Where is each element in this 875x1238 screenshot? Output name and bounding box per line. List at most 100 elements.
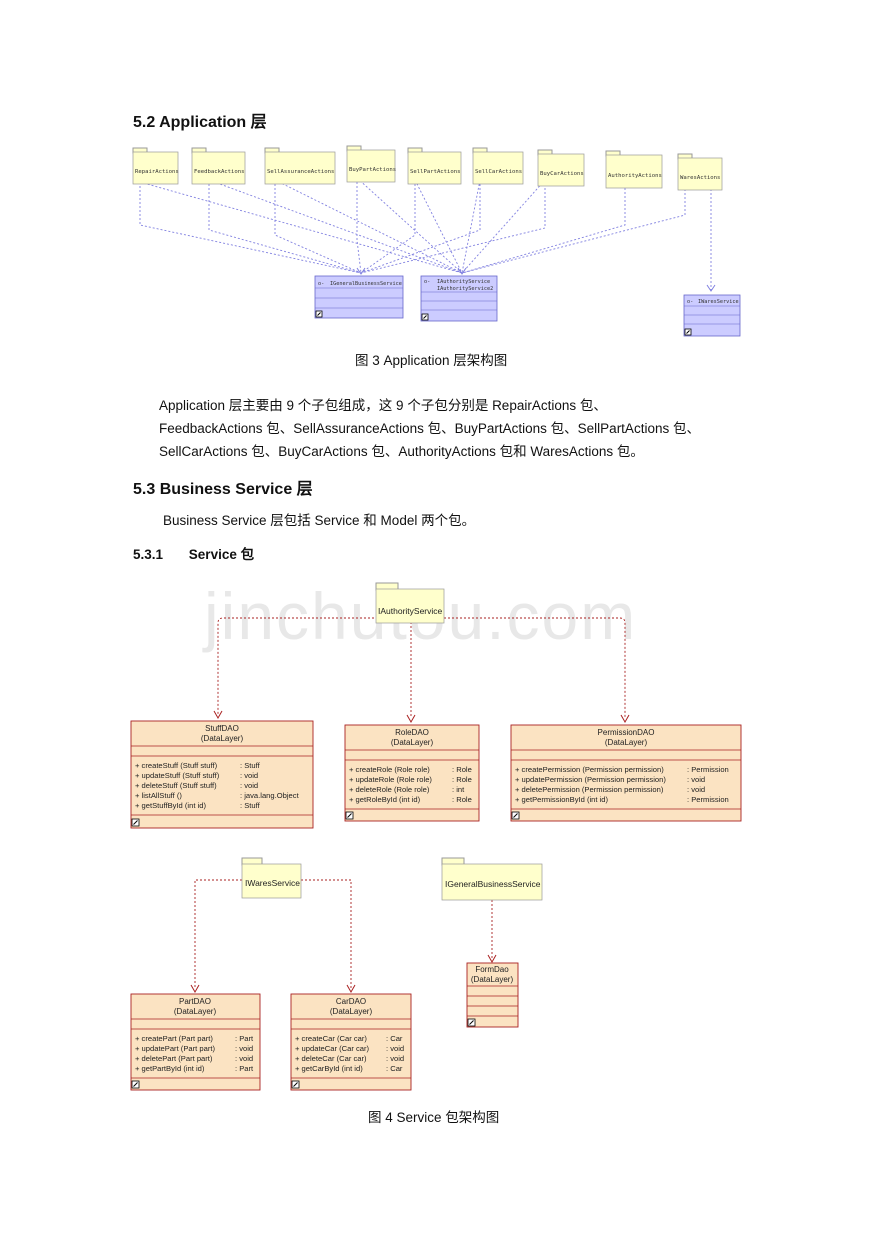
op-ret: : Stuff: [240, 801, 261, 810]
op-sig: + updatePart (Part part): [135, 1044, 215, 1053]
op-ret: : void: [386, 1054, 404, 1063]
op-sig: + deleteRole (Role role): [349, 785, 430, 794]
op-sig: + createPart (Part part): [135, 1034, 213, 1043]
paragraph-line: FeedbackActions 包、SellAssuranceActions 包…: [159, 421, 700, 436]
op-sig: + deleteCar (Car car): [295, 1054, 367, 1063]
figure-4-caption: 图 4 Service 包架构图: [368, 1110, 500, 1125]
op-sig: + getCarById (int id): [295, 1064, 363, 1073]
package-wares-actions: WaresActions: [677, 153, 723, 191]
business-service-paragraph: Business Service 层包括 Service 和 Model 两个包…: [163, 513, 476, 528]
op-sig: + deleteStuff (Stuff stuff): [135, 781, 217, 790]
op-ret: : Role: [452, 795, 472, 804]
dependency-lines: [139, 177, 712, 290]
op-sig: + getRoleById (int id): [349, 795, 421, 804]
stereotype: o-: [424, 279, 430, 285]
class-stuff-dao: StuffDAO (DataLayer) + createStuff (Stuf…: [130, 720, 314, 829]
package-label: IWaresService: [245, 878, 300, 888]
op-ret: : Permission: [687, 795, 729, 804]
sub-heading-text: Service 包: [188, 547, 255, 562]
package-buy-part-actions: BuyPartActions: [346, 145, 396, 183]
package-label: WaresActions: [680, 175, 720, 181]
package-label: IGeneralBusinessService: [445, 879, 541, 889]
application-paragraph: Application 层主要由 9 个子包组成，这 9 个子包分别是 Repa…: [159, 394, 779, 463]
op-ret: : java.lang.Object: [240, 791, 300, 800]
package-iauthority-service: IAuthorityService: [375, 582, 445, 624]
package-repair-actions: RepairActions: [132, 147, 179, 185]
class-car-dao: CarDAO (DataLayer) + createCar (Car car)…: [290, 993, 412, 1091]
class-layer: (DataLayer): [201, 734, 244, 743]
stereotype: o-: [318, 281, 324, 287]
service-dependency-lines: [194, 617, 626, 988]
op-ret: : Part: [235, 1064, 254, 1073]
op-sig: + getPartById (int id): [135, 1064, 205, 1073]
package-label: BuyCarActions: [540, 171, 584, 177]
op-sig: + deletePermission (Permission permissio…: [515, 785, 664, 794]
package-feedback-actions: FeedbackActions: [191, 147, 246, 185]
op-sig: + createPermission (Permission permissio…: [515, 765, 664, 774]
package-igeneral-business-service: IGeneralBusinessService: [441, 857, 543, 901]
package-iwares-service: IWaresService: [241, 857, 302, 899]
class-name: FormDao: [475, 965, 509, 974]
section-5-3-1-heading: 5.3.1 Service 包: [133, 543, 254, 563]
interface-label: IAuthorityService2: [437, 286, 493, 292]
op-ret: : void: [386, 1044, 404, 1053]
op-sig: + getPermissionById (int id): [515, 795, 609, 804]
paragraph-line: SellCarActions 包、BuyCarActions 包、Authori…: [159, 444, 644, 459]
interface-wares-service: o- IWaresService: [683, 294, 741, 337]
package-label: RepairActions: [135, 169, 179, 175]
figure-3-caption: 图 3 Application 层架构图: [355, 353, 508, 368]
op-ret: : Part: [235, 1034, 254, 1043]
package-sell-car-actions: SellCarActions: [472, 147, 524, 185]
class-layer: (DataLayer): [471, 975, 514, 984]
arrowheads: [356, 267, 716, 292]
package-sell-assurance-actions: SellAssuranceActions: [264, 147, 336, 185]
stereotype: o-: [687, 299, 693, 305]
op-sig: + listAllStuff (): [135, 791, 182, 800]
package-buy-car-actions: BuyCarActions: [537, 149, 585, 187]
application-layer-diagram: RepairActions FeedbackActions SellAssura…: [132, 145, 741, 337]
package-label: BuyPartActions: [349, 167, 396, 173]
interface-label: IAuthorityService: [437, 279, 490, 285]
class-part-dao: PartDAO (DataLayer) + createPart (Part p…: [130, 993, 261, 1091]
op-ret: : int: [452, 785, 465, 794]
interface-label: IWaresService: [698, 299, 739, 305]
paragraph-line: Application 层主要由 9 个子包组成，这 9 个子包分别是 Repa…: [159, 398, 607, 413]
op-ret: : Car: [386, 1034, 403, 1043]
class-form-dao: FormDao (DataLayer): [466, 962, 519, 1028]
package-label: SellCarActions: [475, 169, 522, 175]
op-ret: : void: [240, 781, 258, 790]
op-sig: + updateCar (Car car): [295, 1044, 370, 1053]
op-ret: : void: [235, 1054, 253, 1063]
op-ret: : void: [240, 771, 258, 780]
interface-general-business-service: o- IGeneralBusinessService: [314, 275, 404, 319]
op-ret: : Role: [452, 765, 472, 774]
op-sig: + deletePart (Part part): [135, 1054, 213, 1063]
op-sig: + updatePermission (Permission permissio…: [515, 775, 666, 784]
op-ret: : Stuff: [240, 761, 261, 770]
class-name: CarDAO: [336, 997, 366, 1006]
section-5-2-heading: 5.2 Application 层: [133, 114, 267, 131]
class-permission-dao: PermissionDAO (DataLayer) + createPermis…: [510, 724, 742, 822]
package-authority-actions: AuthorityActions: [605, 150, 663, 189]
package-sell-part-actions: SellPartActions: [407, 147, 462, 185]
package-label: AuthorityActions: [608, 173, 662, 179]
interface-label: IGeneralBusinessService: [330, 281, 402, 287]
service-package-diagram: IAuthorityService StuffDAO (DataLayer) +…: [130, 582, 742, 1091]
op-sig: + createRole (Role role): [349, 765, 430, 774]
package-label: IAuthorityService: [378, 606, 443, 616]
section-5-3-heading: 5.3 Business Service 层: [133, 481, 313, 498]
op-ret: : Permission: [687, 765, 729, 774]
op-ret: : void: [235, 1044, 253, 1053]
class-name: PartDAO: [179, 997, 211, 1006]
op-ret: : void: [687, 775, 705, 784]
op-ret: : Role: [452, 775, 472, 784]
package-label: SellPartActions: [410, 169, 461, 175]
op-sig: + updateStuff (Stuff stuff): [135, 771, 220, 780]
interface-authority-service: o- IAuthorityService IAuthorityService2: [420, 275, 498, 322]
op-sig: + createCar (Car car): [295, 1034, 367, 1043]
class-name: PermissionDAO: [598, 728, 655, 737]
class-layer: (DataLayer): [605, 738, 648, 747]
package-label: SellAssuranceActions: [267, 169, 334, 175]
class-layer: (DataLayer): [174, 1007, 217, 1016]
class-role-dao: RoleDAO (DataLayer) + createRole (Role r…: [344, 724, 480, 822]
